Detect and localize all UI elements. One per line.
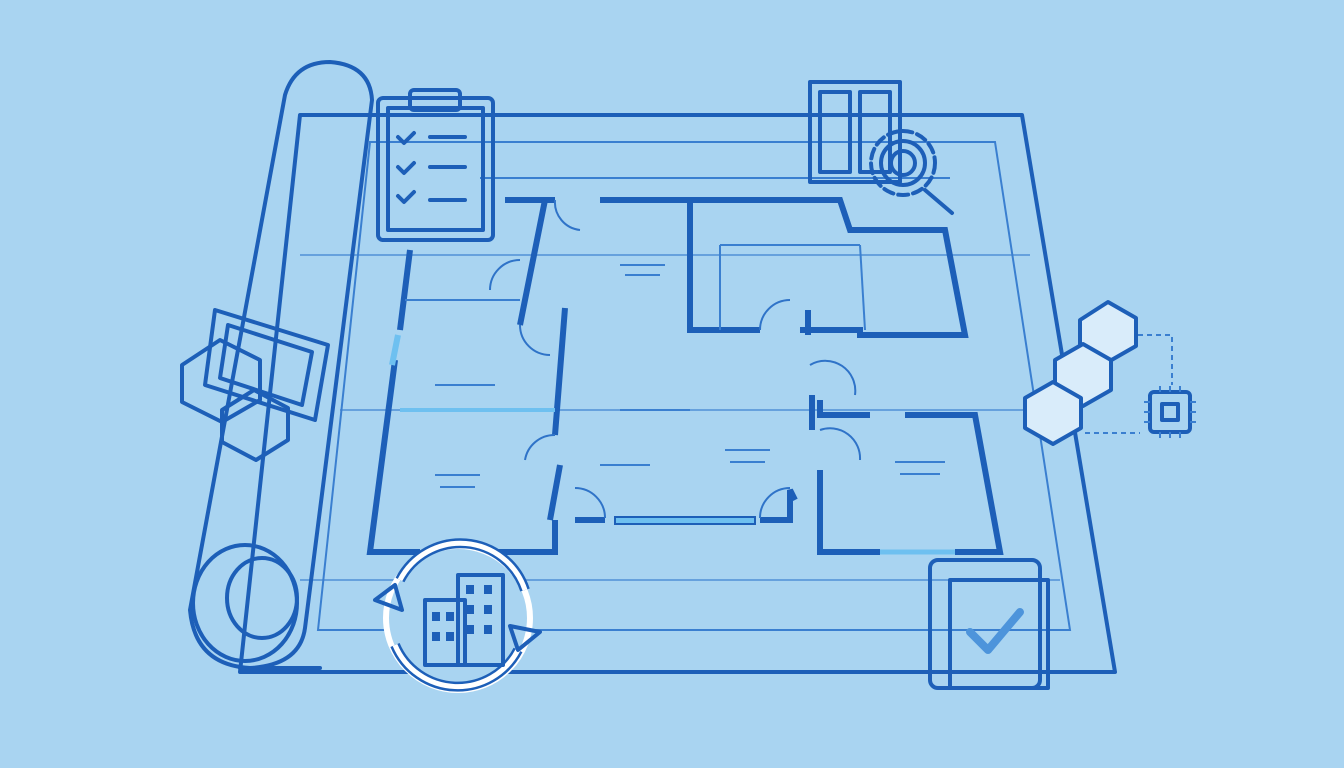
book-check-icon — [928, 558, 1050, 690]
floor-plan — [366, 197, 1004, 555]
stacked-cubes-icon — [1023, 300, 1138, 446]
blueprint-roll-icon — [188, 60, 374, 670]
room-labels — [435, 264, 945, 488]
window-gear-magnifier-icon — [808, 80, 954, 215]
cubes-frame-icon — [180, 308, 330, 462]
chip-icon — [1085, 334, 1196, 438]
clipboard-checklist-icon — [376, 88, 495, 242]
building-cycle-icon — [373, 538, 542, 693]
